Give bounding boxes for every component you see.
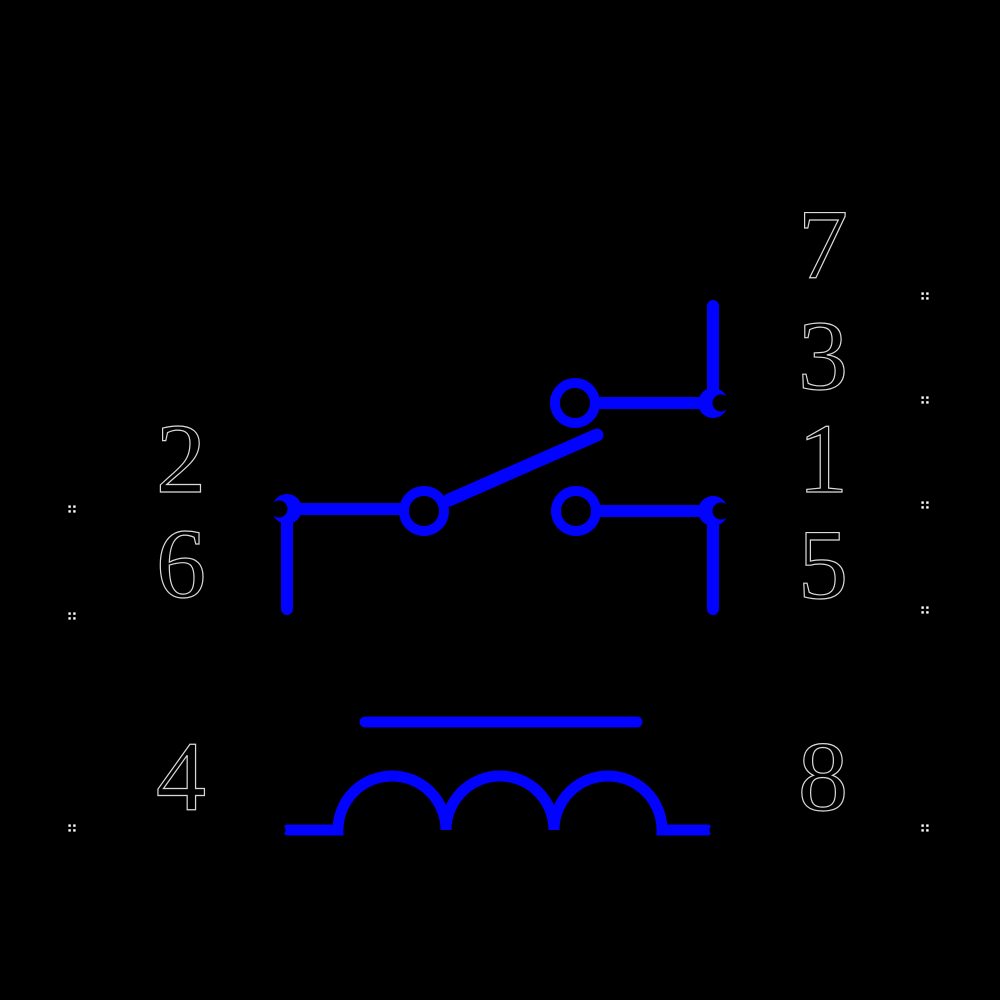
pin-label-1: 1 [798,403,848,514]
lower-right-terminal-notch [712,502,730,520]
upper-right-terminal-notch [712,394,730,412]
circuit-strokes [281,300,719,836]
common-contact-ring [399,486,449,536]
edge-marker-dot [921,829,924,832]
edge-marker-dot [926,501,929,504]
edge-marker-dot [926,506,929,509]
edge-marker-dot [921,501,924,504]
edge-marker-dot [73,829,76,832]
edge-marker-dot [926,824,929,827]
terminal-notches [270,394,730,836]
edge-marker-dot [68,829,71,832]
edge-marker-dot [921,611,924,614]
edge-marker-dot [68,505,71,508]
edge-markers [68,292,929,832]
edge-marker-dot [921,606,924,609]
coil-windings [282,770,713,836]
edge-marker-dot [921,401,924,404]
pin-label-2: 2 [156,403,206,514]
lower-contact-ring [551,486,601,536]
edge-marker-dot [73,612,76,615]
edge-marker-dot [68,612,71,615]
coil-right-end-notch [709,824,721,836]
edge-marker-dot [926,396,929,399]
edge-marker-dot [921,297,924,300]
edge-marker-dot [73,505,76,508]
upper-contact-ring [550,378,600,428]
edge-marker-dot [926,611,929,614]
pin-labels-outlined: 7 3 1 5 2 6 4 8 [155,188,848,832]
pin-label-8: 8 [798,721,848,832]
left-terminal-notch [270,500,288,518]
edge-marker-dot [921,292,924,295]
pin-label-7: 7 [798,189,848,300]
switch-arm [442,428,604,507]
edge-marker-dot [68,510,71,513]
edge-marker-dot [926,606,929,609]
pin-label-5: 5 [798,509,848,620]
coil-left-end-notch [274,824,286,836]
pin-labels: 7 3 1 5 2 6 4 8 [155,188,848,832]
edge-marker-dot [926,297,929,300]
edge-marker-dot [926,829,929,832]
pin-label-6: 6 [156,508,206,619]
edge-marker-dot [921,506,924,509]
edge-marker-dot [73,617,76,620]
edge-marker-dot [68,617,71,620]
edge-marker-dot [73,824,76,827]
edge-marker-dot [926,401,929,404]
edge-marker-dot [68,824,71,827]
edge-marker-dot [926,292,929,295]
pin-label-3: 3 [798,300,848,411]
edge-marker-dot [921,824,924,827]
edge-marker-dot [73,510,76,513]
edge-marker-dot [921,396,924,399]
pin-label-4: 4 [156,721,206,832]
